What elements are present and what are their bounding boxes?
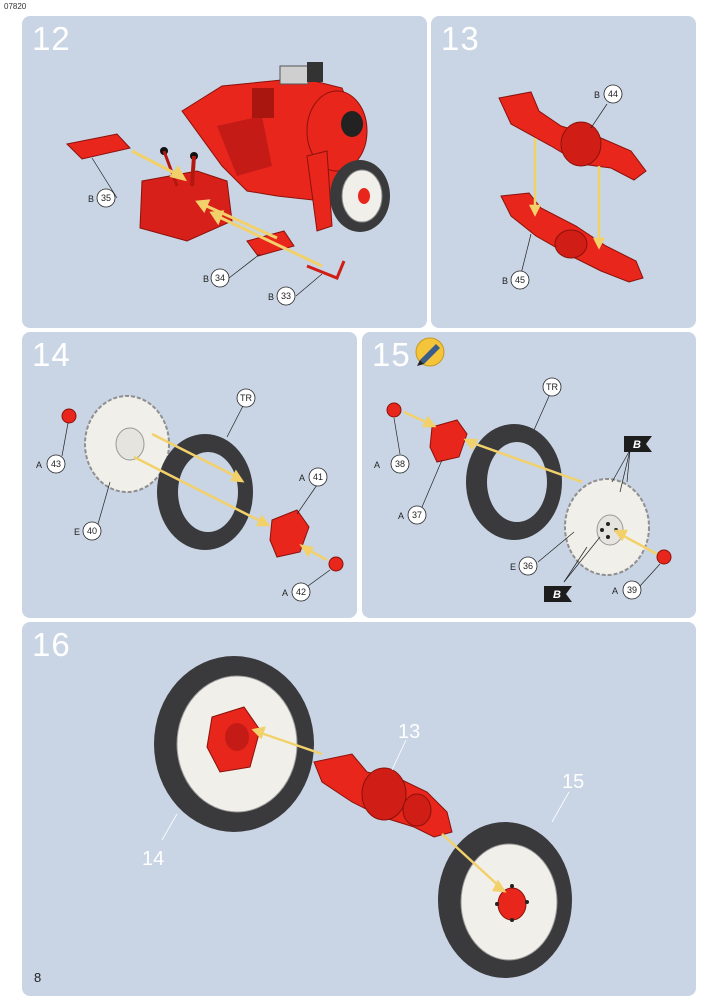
svg-text:45: 45: [515, 275, 525, 285]
svg-text:13: 13: [398, 721, 420, 743]
svg-text:38: 38: [395, 459, 405, 469]
part-42-cap: [328, 556, 344, 572]
callout-b44: B 44: [590, 84, 623, 129]
flag-b-bottom: B: [544, 536, 601, 602]
step-15-illustration: TR B B A 38 A 37 E: [374, 337, 672, 602]
svg-text:A: A: [398, 511, 404, 521]
callout-a38: A 38: [374, 417, 410, 474]
part-36-rim: [564, 478, 650, 576]
ref-label-15: 15: [551, 771, 584, 823]
left-wheel-assembly: [154, 656, 314, 832]
part-45-axle-lower: [500, 192, 644, 283]
svg-text:43: 43: [51, 459, 61, 469]
step-15-panel: 15 TR: [362, 332, 696, 618]
step-12-illustration: B 35 B 34 B 33: [65, 62, 390, 306]
callout-b35: B 35: [88, 157, 118, 208]
assembly-arrows: [133, 432, 328, 562]
callout-tr: TR: [226, 388, 256, 438]
right-wheel-assembly: [438, 822, 572, 978]
part-40-rim: [84, 395, 170, 493]
assembly-arrows: [131, 149, 323, 268]
step-14-illustration: TR A 43 E 40 A 41 A 42: [36, 388, 344, 602]
tractor-body: [139, 62, 368, 242]
step-14-panel: 14 TR A 43: [22, 332, 357, 618]
callout-tr: TR: [533, 377, 562, 431]
callout-e40: E 40: [74, 481, 111, 541]
svg-text:B: B: [502, 276, 508, 286]
svg-text:41: 41: [313, 472, 323, 482]
svg-text:A: A: [299, 473, 305, 483]
callout-a42: A 42: [282, 569, 331, 602]
part-33-lever: [306, 260, 346, 280]
front-axle-assembly: [313, 753, 453, 838]
callout-a37: A 37: [398, 459, 443, 525]
step-number: 13: [441, 20, 480, 57]
step-number: 14: [32, 336, 71, 373]
svg-text:A: A: [282, 588, 288, 598]
assembly-arrows: [528, 138, 606, 250]
step-number: 16: [32, 626, 71, 663]
svg-text:E: E: [74, 527, 80, 537]
svg-text:B: B: [553, 589, 561, 601]
step-number: 15: [372, 336, 411, 373]
part-35-platform: [65, 133, 131, 160]
part-38-cap: [386, 402, 402, 418]
svg-text:39: 39: [627, 585, 637, 595]
svg-text:33: 33: [281, 291, 291, 301]
assembly-arrows: [251, 726, 507, 893]
callout-a39: A 39: [612, 563, 661, 600]
svg-text:15: 15: [562, 771, 584, 793]
page-number: 8: [34, 970, 42, 985]
svg-text:TR: TR: [240, 393, 252, 403]
ref-label-14: 14: [142, 813, 178, 870]
svg-text:TR: TR: [546, 382, 558, 392]
svg-text:E: E: [510, 562, 516, 572]
svg-text:B: B: [268, 292, 274, 302]
svg-text:40: 40: [87, 526, 97, 536]
callout-a43: A 43: [36, 422, 69, 474]
part-44-axle-upper: [498, 91, 647, 181]
step-16-illustration: 14 13 15: [142, 656, 584, 978]
assembly-arrows: [403, 410, 658, 556]
callout-e36: E 36: [510, 531, 575, 576]
flag-b-top: B: [611, 436, 652, 493]
callout-b33: B 33: [268, 273, 323, 306]
document-code: 07820: [4, 2, 27, 11]
front-wheel: [330, 160, 390, 232]
svg-text:B: B: [203, 274, 209, 284]
svg-text:A: A: [36, 460, 42, 470]
svg-text:42: 42: [296, 587, 306, 597]
step-number: 12: [32, 20, 71, 57]
svg-text:35: 35: [101, 193, 111, 203]
step-16-panel: 16 14: [22, 622, 696, 996]
svg-text:A: A: [612, 586, 618, 596]
callout-b34: B 34: [203, 253, 261, 288]
svg-text:A: A: [374, 460, 380, 470]
step-12-panel: 12: [22, 16, 427, 328]
svg-text:37: 37: [412, 510, 422, 520]
callout-a41: A 41: [296, 467, 328, 515]
step-13-illustration: B 44 B 45: [498, 84, 647, 290]
part-43-cap: [61, 408, 77, 424]
callout-b45: B 45: [502, 233, 532, 290]
part-41-hub: [269, 509, 310, 558]
svg-text:B: B: [633, 439, 641, 451]
svg-text:B: B: [88, 194, 94, 204]
svg-text:14: 14: [142, 848, 164, 870]
part-37-hub: [429, 419, 468, 463]
svg-text:B: B: [594, 90, 600, 100]
tire-tr: [466, 424, 562, 540]
svg-text:36: 36: [523, 561, 533, 571]
svg-text:34: 34: [215, 273, 225, 283]
step-13-panel: 13 B 44 B 45: [431, 16, 696, 328]
part-39-cap: [656, 549, 672, 565]
ref-label-13: 13: [391, 721, 420, 771]
svg-text:44: 44: [608, 89, 618, 99]
paint-brush-icon: [415, 337, 445, 367]
